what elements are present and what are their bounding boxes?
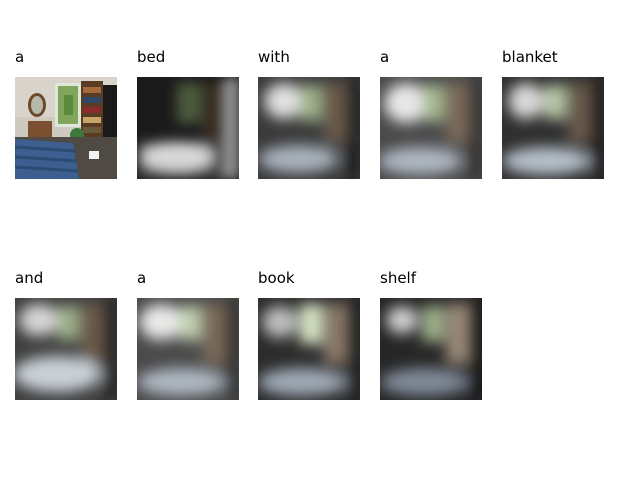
attention-map [137,298,239,400]
attention-map [137,77,239,179]
caption-word: a [380,48,390,66]
caption-word: blanket [502,48,558,66]
caption-word: book [258,269,295,287]
caption-word: bed [137,48,166,66]
caption-word: a [137,269,147,287]
attention-map [258,77,360,179]
attention-map [380,77,482,179]
attention-map [502,77,604,179]
original-photo [15,77,117,179]
caption-word: and [15,269,44,287]
attention-map [15,298,117,400]
attention-map [380,298,482,400]
caption-word: with [258,48,290,66]
caption-word: a [15,48,25,66]
attention-map [258,298,360,400]
caption-word: shelf [380,269,416,287]
